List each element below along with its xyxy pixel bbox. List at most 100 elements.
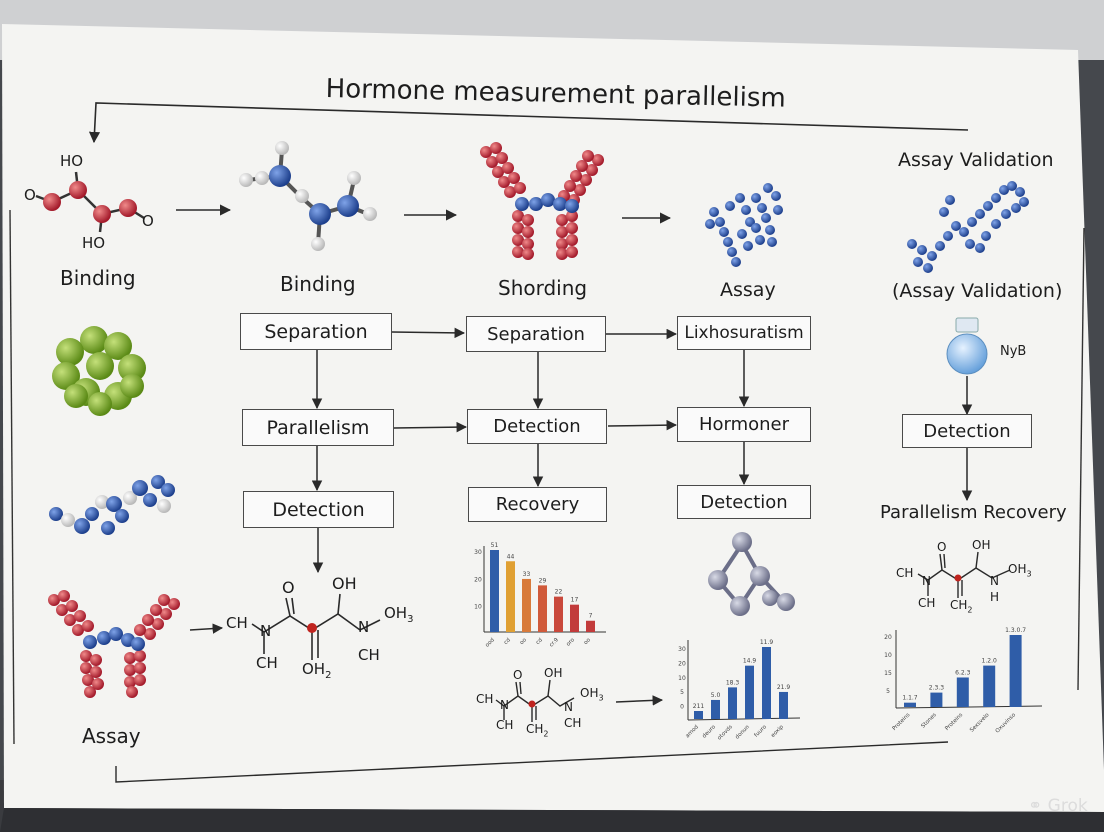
molecule-antibody-bottom xyxy=(48,590,180,698)
box-c1-parallelism: Parallelism xyxy=(242,409,394,446)
chart-1-data-label-1: 51 xyxy=(491,542,499,549)
structR-n-left: N xyxy=(922,574,931,588)
box-c2-separation: Separation xyxy=(466,316,606,352)
chart-2-data-label-4: 14.9 xyxy=(743,658,757,665)
structure-right-bonds xyxy=(917,551,1011,598)
box-c2-recovery: Recovery xyxy=(468,487,607,522)
chart-1-ytick-3: 10 xyxy=(474,604,482,611)
chart-2-ytick-5: 0 xyxy=(680,704,684,711)
box-c2-detection: Detection xyxy=(467,409,607,444)
structure-mid-bonds xyxy=(495,679,575,722)
structM-n-right: N xyxy=(564,700,573,714)
structM-o: O xyxy=(513,668,523,682)
molecule-blue-white-chain xyxy=(49,475,175,535)
molecule-grey-ring xyxy=(708,532,795,616)
structL-oh3-text: OH xyxy=(384,604,408,622)
chart-1-bar-7 xyxy=(586,620,595,632)
box-right-detection: Detection xyxy=(902,414,1032,448)
chart-1-tick-label-7: oo xyxy=(583,637,592,646)
structM-ch2: CH2 xyxy=(526,722,549,738)
chart-3-data-label-4: 1.2.0 xyxy=(982,658,997,665)
chart-2-data-label-3: 18.3 xyxy=(726,679,740,686)
chart-3-data-label-5: 1.3.0.7 xyxy=(1005,627,1026,634)
chart-1-bar-5 xyxy=(554,596,563,632)
left-frame-line xyxy=(9,209,15,745)
structM-ch-right: CH xyxy=(564,716,582,730)
structL-ch-right: CH xyxy=(358,646,380,664)
chart-2-data-label-5: 11.9 xyxy=(760,639,774,646)
structL-oh: OH xyxy=(332,574,357,593)
chart-1-data-label-7: 7 xyxy=(589,613,593,620)
structM-ch-left: CH xyxy=(476,692,494,706)
structM-ch-below: CH xyxy=(496,718,514,732)
structM-ch2-sub: 2 xyxy=(543,729,549,739)
chart-1-data-label-2: 44 xyxy=(507,553,515,560)
chart-1-data-label-5: 22 xyxy=(555,589,563,596)
structR-h-right: H xyxy=(990,590,1000,604)
box-c1-separation: Separation xyxy=(240,313,392,350)
right-frame-line xyxy=(1077,227,1085,691)
mol1-ho-top: HO xyxy=(60,152,84,170)
chart-1-bar-6 xyxy=(570,604,579,632)
chart-1-bar-1 xyxy=(490,550,499,632)
structL-n-left: N xyxy=(260,622,272,640)
molecule-blue-chain-right xyxy=(907,181,1029,273)
chart-2-data-label-6: 21.9 xyxy=(777,684,791,691)
chart-2-data-label-1: 211 xyxy=(693,703,705,710)
structL-oh2-sub: 2 xyxy=(325,670,332,681)
chart-2-bar-5 xyxy=(762,647,771,719)
chart-1-tick-label-2: cd xyxy=(503,637,512,646)
bottom-frame-line xyxy=(115,741,949,783)
top-frame-line xyxy=(88,102,969,144)
chart-2-bar-1 xyxy=(694,711,703,719)
structure-left-bonds xyxy=(251,593,381,660)
chart-1-tick-label-1: ood xyxy=(484,637,495,648)
arrow-r2-c2-c3 xyxy=(607,419,678,431)
structL-oh3-sub: 3 xyxy=(407,614,414,625)
chart-2-bar-6 xyxy=(779,691,788,719)
molecule-blue-cluster xyxy=(705,183,783,267)
chart-2-ytick-3: 10 xyxy=(678,675,686,682)
chart-1-data-label-3: 33 xyxy=(523,571,531,578)
chart-1-data-label-6: 17 xyxy=(571,597,579,604)
label-flask: NyB xyxy=(1000,344,1027,359)
structL-ch-left: CH xyxy=(226,614,248,632)
chart-2-ytick-2: 20 xyxy=(678,660,686,667)
structR-oh3-text: OH xyxy=(1008,562,1027,576)
label-binding-2: Binding xyxy=(280,272,356,296)
label-assay-bottom: Assay xyxy=(82,724,141,748)
chart-1-data-label-4: 29 xyxy=(539,577,547,584)
chart-2-data-label-2: 5.0 xyxy=(711,692,721,699)
grok-watermark: ⚭ Grok xyxy=(1028,796,1088,816)
chart-3-ytick-2: 10 xyxy=(884,652,892,659)
structR-n-right: N xyxy=(990,574,999,588)
arrow-r2-c1-c2 xyxy=(393,421,468,433)
chart-3-bar-1 xyxy=(904,702,916,707)
structM-oh: OH xyxy=(544,666,563,680)
structR-ch2-text: CH xyxy=(950,598,968,612)
chart-2-bar-2 xyxy=(711,699,720,719)
structL-n-right: N xyxy=(358,618,370,636)
chart-1-tick-label-3: oo xyxy=(519,637,528,646)
structM-oh3-text: OH xyxy=(580,686,599,700)
box-c3-lixhosuratism: Lixhosuratism xyxy=(677,316,811,350)
chart-1-bar-4 xyxy=(538,585,547,632)
chart-1-tick-label-4: cd xyxy=(535,637,544,646)
structR-oh3-sub: 3 xyxy=(1026,569,1032,579)
arrow-r1-c1-c2 xyxy=(391,327,466,339)
structR-o: O xyxy=(937,540,947,554)
chart-3-ytick-4: 5 xyxy=(886,688,890,695)
mol1-o-right: O xyxy=(142,212,154,230)
grok-watermark-text: Grok xyxy=(1047,796,1088,816)
mol1-ho-bottom: HO xyxy=(82,234,106,252)
structR-oh: OH xyxy=(972,538,991,552)
chart-3-data-label-1: 1.1.7 xyxy=(902,695,917,702)
chart-1-bar-3 xyxy=(522,578,531,632)
chart-3-bar-4 xyxy=(983,665,996,707)
box-c1-detection: Detection xyxy=(243,491,394,528)
chart-1-tick-label-5: cr.9 xyxy=(549,637,561,649)
structR-ch2-sub: 2 xyxy=(967,605,973,615)
structL-oh2-text: OH xyxy=(302,660,326,678)
